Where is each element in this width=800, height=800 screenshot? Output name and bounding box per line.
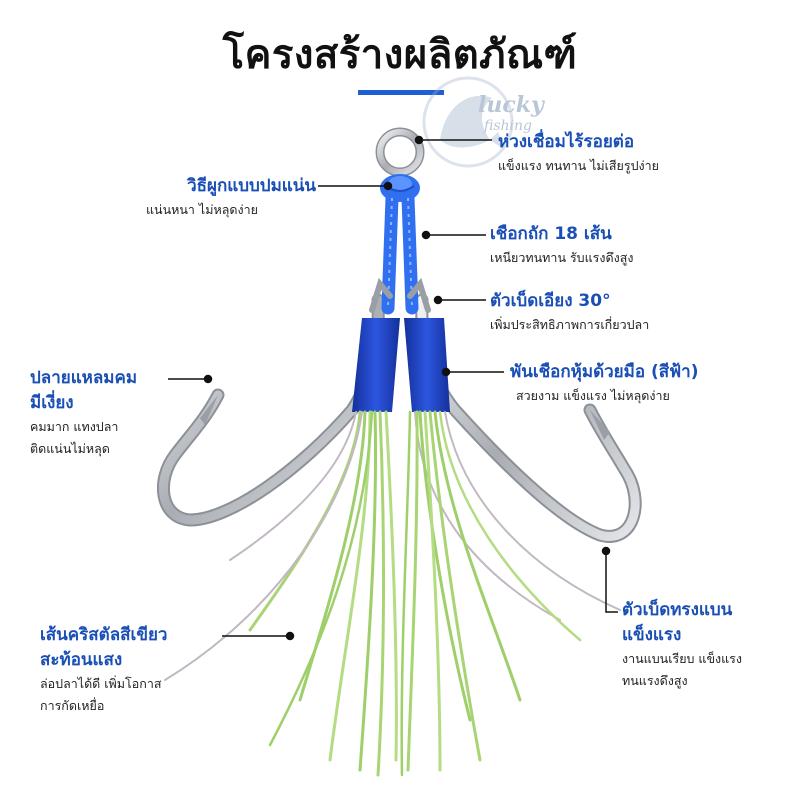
label-ring-heading: ห่วงเชื่อมไร้รอยต่อ xyxy=(498,132,635,152)
label-point-heading-1: ปลายแหลมคม xyxy=(30,368,138,388)
label-flat-desc-2: ทนแรงดึงสูง xyxy=(622,673,688,688)
label-point-desc-2: ติดแน่นไม่หลุด xyxy=(30,441,110,456)
label-flat-heading-1: ตัวเบ็ดทรงแบน xyxy=(622,600,733,620)
label-flat: ตัวเบ็ดทรงแบน แข็งแรง งานแบนเรียบ แข็งแร… xyxy=(622,598,742,692)
label-point: ปลายแหลมคม มีเงี่ยง คมมาก แทงปลา ติดแน่น… xyxy=(30,366,137,460)
label-point-desc-1: คมมาก แทงปลา xyxy=(30,419,119,434)
logo-subtext: fishing xyxy=(484,118,532,134)
left-hook xyxy=(156,293,385,527)
label-flash-desc-1: ล่อปลาได้ดี เพิ่มโอกาส xyxy=(40,676,162,691)
callout-lines xyxy=(168,135,618,641)
crystal-flash xyxy=(164,410,621,777)
label-flat-desc-1: งานแบนเรียบ แข็งแรง xyxy=(622,651,743,666)
label-flash: เส้นคริสตัลสีเขียว สะท้อนแสง ล่อปลาได้ดี… xyxy=(40,623,167,717)
logo-text: lucky xyxy=(478,92,544,118)
blue-wrap xyxy=(352,318,450,412)
label-ring: ห่วงเชื่อมไร้รอยต่อ แข็งแรง ทนทาน ไม่เสี… xyxy=(498,130,659,177)
label-flat-heading-2: แข็งแรง xyxy=(622,625,682,645)
title-underline xyxy=(358,90,444,95)
label-angle: ตัวเบ็ดเอียง 30° เพิ่มประสิทธิภาพการเกี่… xyxy=(490,289,649,336)
label-angle-desc: เพิ่มประสิทธิภาพการเกี่ยวปลา xyxy=(490,317,650,332)
logo-fish-icon xyxy=(422,76,514,168)
label-knot: วิธีผูกแบบปมแน่น แน่นหนา ไม่หลุดง่าย xyxy=(120,174,316,221)
label-rope: เชือกถัก 18 เส้น เหนียวทนทาน รับแรงดึงสู… xyxy=(490,222,633,269)
label-knot-heading: วิธีผูกแบบปมแน่น xyxy=(187,176,316,196)
hook-eyes xyxy=(369,277,431,313)
page-title: โครงสร้างผลิตภัณฑ์ xyxy=(222,32,578,78)
label-wrap: พันเชือกหุ้มด้วยมือ (สีฟ้า) สวยงาม แข็งแ… xyxy=(510,360,698,407)
label-ring-desc: แข็งแรง ทนทาน ไม่เสียรูปง่าย xyxy=(498,158,659,173)
label-point-heading-2: มีเงี่ยง xyxy=(30,393,74,413)
braided-rope xyxy=(381,191,419,315)
label-wrap-heading: พันเชือกหุ้มด้วยมือ (สีฟ้า) xyxy=(510,362,699,382)
label-wrap-desc: สวยงาม แข็งแรง ไม่หลุดง่าย xyxy=(516,388,670,403)
label-angle-heading: ตัวเบ็ดเอียง 30° xyxy=(490,291,611,311)
label-rope-heading: เชือกถัก 18 เส้น xyxy=(490,224,612,244)
solid-ring xyxy=(375,127,425,177)
label-flash-desc-2: การกัดเหยื่อ xyxy=(40,698,105,713)
label-rope-desc: เหนียวทนทาน รับแรงดึงสูง xyxy=(490,250,634,265)
label-flash-heading-1: เส้นคริสตัลสีเขียว xyxy=(40,625,168,645)
label-flash-heading-2: สะท้อนแสง xyxy=(40,650,123,670)
label-knot-desc: แน่นหนา ไม่หลุดง่าย xyxy=(146,202,258,217)
